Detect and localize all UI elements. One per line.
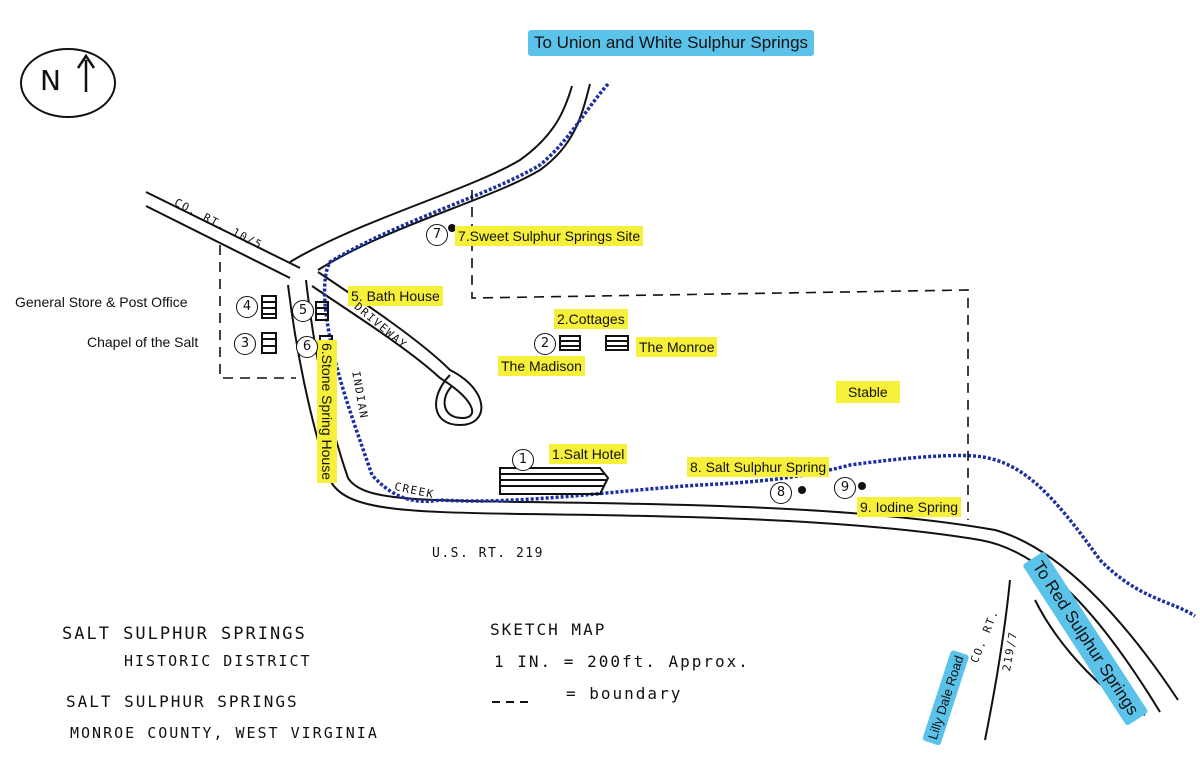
title-line-1: SALT SULPHUR SPRINGS xyxy=(62,624,307,644)
title-line-4: MONROE COUNTY, WEST VIRGINIA xyxy=(70,724,379,742)
salt-sulphur-spring-label: 8. Salt Sulphur Spring xyxy=(687,457,830,477)
building-outside-4 xyxy=(261,295,277,319)
marker-7: 7 xyxy=(426,224,448,246)
marker-4: 4 xyxy=(236,296,258,318)
north-letter: N xyxy=(40,64,61,97)
marker-6: 6 xyxy=(296,336,318,358)
west-boundary xyxy=(219,245,296,379)
legend-title: SKETCH MAP xyxy=(490,620,607,639)
marker-9: 9 xyxy=(834,477,856,499)
co-rt-2197-road-west xyxy=(984,579,1011,741)
marker-8: 8 xyxy=(770,482,792,504)
building-bath-house xyxy=(315,301,329,321)
spring-8-dot xyxy=(798,486,806,494)
building-outside-3 xyxy=(261,332,277,354)
north-road-west-edge xyxy=(289,85,573,263)
building-salt-hotel xyxy=(499,467,610,495)
title-line-3: SALT SULPHUR SPRINGS xyxy=(66,692,299,711)
sweet-sulphur-site-label: 7.Sweet Sulphur Springs Site xyxy=(455,226,644,246)
general-store-label: General Store & Post Office xyxy=(15,294,188,310)
madison-label: The Madison xyxy=(498,356,585,376)
chapel-label: Chapel of the Salt xyxy=(87,334,199,350)
legend-boundary-text: = boundary xyxy=(566,684,683,703)
driveway-road-edge xyxy=(311,285,474,420)
to-union-label: To Union and White Sulphur Springs xyxy=(528,30,815,56)
iodine-spring-label: 9. Iodine Spring xyxy=(857,497,962,517)
us-219-label: U.S. RT. 219 xyxy=(432,546,544,561)
marker-1: 1 xyxy=(512,449,534,471)
legend-scale: 1 IN. = 200ft. Approx. xyxy=(494,652,750,671)
spring-7-dot xyxy=(448,224,456,232)
marker-2: 2 xyxy=(534,333,556,355)
marker-5: 5 xyxy=(292,300,314,322)
bath-house-label: 5. Bath House xyxy=(348,286,443,306)
building-madison xyxy=(559,335,581,351)
creek-line xyxy=(322,82,1196,618)
title-line-2: HISTORIC DISTRICT xyxy=(124,652,312,670)
co-rt-105-road-edge xyxy=(145,205,291,279)
north-road-east-edge xyxy=(317,83,591,271)
legend-boundary-symbol: --- xyxy=(492,692,527,711)
stable-label: Stable xyxy=(836,381,900,403)
us-219-road-south-edge xyxy=(305,279,1179,701)
cottages-label: 2.Cottages xyxy=(554,309,628,329)
driveway-road xyxy=(317,271,483,427)
building-monroe xyxy=(605,335,629,351)
salt-hotel-label: 1.Salt Hotel xyxy=(549,444,628,464)
marker-3: 3 xyxy=(234,333,256,355)
co-rt-105-road xyxy=(145,191,301,269)
stone-spring-house-label: 6.Stone Spring House xyxy=(317,340,337,483)
spring-9-dot xyxy=(858,482,866,490)
monroe-label: The Monroe xyxy=(636,337,718,357)
north-compass: N xyxy=(20,48,116,118)
